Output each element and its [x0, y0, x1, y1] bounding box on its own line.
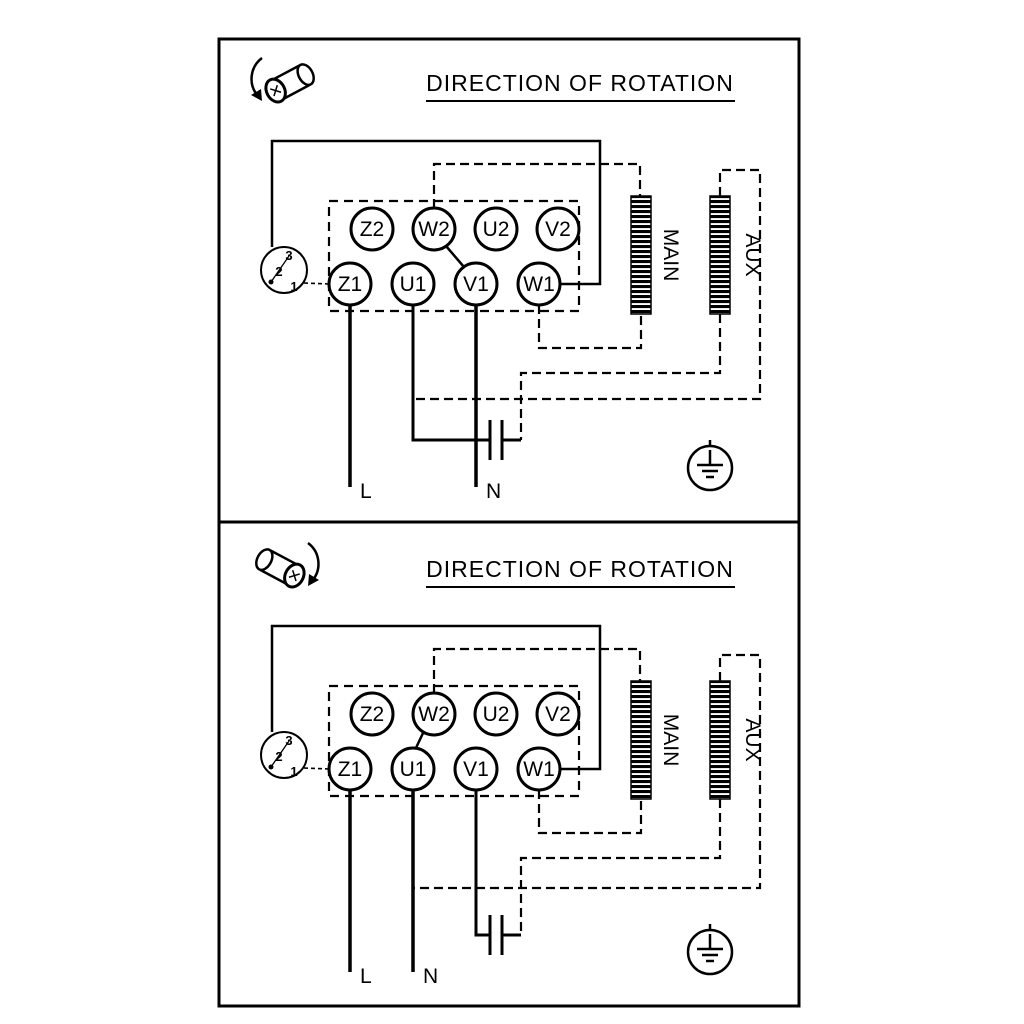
terminal-w2-label: W2: [418, 703, 450, 726]
selector-contact-dot: [268, 764, 274, 770]
terminal-w2-label: W2: [418, 218, 450, 241]
terminal-z2-label: Z2: [360, 218, 385, 241]
line-label: L: [360, 480, 372, 503]
neutral-label: N: [486, 480, 501, 503]
main-winding-label: MAIN: [659, 714, 682, 767]
terminal-u1: [390, 746, 436, 792]
terminal-v1-label: V1: [463, 273, 489, 296]
terminal-w1-label: W1: [523, 273, 555, 296]
selector-wiper: [270, 255, 290, 283]
panel-border: [217, 520, 801, 1008]
selector-pos-2: 2: [275, 264, 282, 279]
terminal-v1: [453, 261, 499, 307]
panel-title: DIRECTION OF ROTATION: [426, 556, 734, 582]
terminal-v1: [453, 746, 499, 792]
selector-body: [260, 246, 308, 294]
aux-winding: [709, 195, 731, 315]
terminal-w1: [516, 261, 562, 307]
aux-winding-label: AUX: [741, 233, 764, 276]
aux-winding: [709, 680, 731, 800]
rotary-selector-switch: 3 2 1: [260, 246, 330, 294]
terminal-v2-label: V2: [545, 703, 571, 726]
selector-pos-1: 1: [290, 279, 297, 294]
terminal-block: [327, 199, 581, 313]
terminal-z2-label: Z2: [360, 703, 385, 726]
terminal-block: [327, 684, 581, 798]
line-label: L: [360, 965, 372, 988]
terminal-u1: [390, 261, 436, 307]
selector-wiper: [270, 740, 290, 768]
wiring-dashed: [413, 647, 762, 935]
terminal-u2-label: U2: [483, 703, 510, 726]
terminals: Z2 W2 U2 V2 Z1 U1 V1 W1: [327, 691, 581, 792]
terminal-u2: [473, 206, 519, 252]
terminal-z1: [327, 261, 373, 307]
terminal-u2-label: U2: [483, 218, 510, 241]
terminal-w2: [411, 691, 457, 737]
terminal-z1-label: Z1: [338, 758, 363, 781]
aux-winding-label: AUX: [741, 718, 764, 761]
terminal-z1-label: Z1: [338, 273, 363, 296]
wiring-solid: [270, 139, 602, 487]
main-winding: [630, 195, 652, 315]
main-winding: [630, 680, 652, 800]
terminal-w2: [411, 206, 457, 252]
main-winding-label: MAIN: [659, 229, 682, 282]
terminals: Z2 W2 U2 V2 Z1 U1 V1 W1: [327, 206, 581, 307]
panel-title: DIRECTION OF ROTATION: [426, 70, 734, 96]
capacitor-symbol: [488, 420, 504, 460]
terminal-w1: [516, 746, 562, 792]
selector-pos-3: 3: [285, 248, 292, 263]
terminal-v2-label: V2: [545, 218, 571, 241]
selector-pos-1: 1: [290, 764, 297, 779]
terminal-v1-label: V1: [463, 758, 489, 781]
panel-bottom: DIRECTION OF ROTATION MAIN: [217, 520, 801, 1008]
panel-top: DIRECTION OF ROTATION MAIN: [217, 37, 801, 524]
selector-pos-3: 3: [285, 733, 292, 748]
selector-pos-2: 2: [275, 749, 282, 764]
terminal-u1-label: U1: [400, 273, 427, 296]
selector-body: [260, 731, 308, 779]
neutral-label: N: [423, 965, 438, 988]
wiring-dashed: [413, 162, 762, 440]
terminal-z2: [349, 691, 395, 737]
terminal-v2: [535, 691, 581, 737]
capacitor-symbol: [488, 915, 504, 955]
terminal-z1: [327, 746, 373, 792]
terminal-w1-label: W1: [523, 758, 555, 781]
terminal-u1-label: U1: [400, 758, 427, 781]
selector-contact-dot: [268, 279, 274, 285]
terminal-u2: [473, 691, 519, 737]
rotary-selector-switch: 3 2 1: [260, 731, 330, 779]
terminal-v2: [535, 206, 581, 252]
terminal-z2: [349, 206, 395, 252]
wiring-solid: [270, 624, 602, 972]
